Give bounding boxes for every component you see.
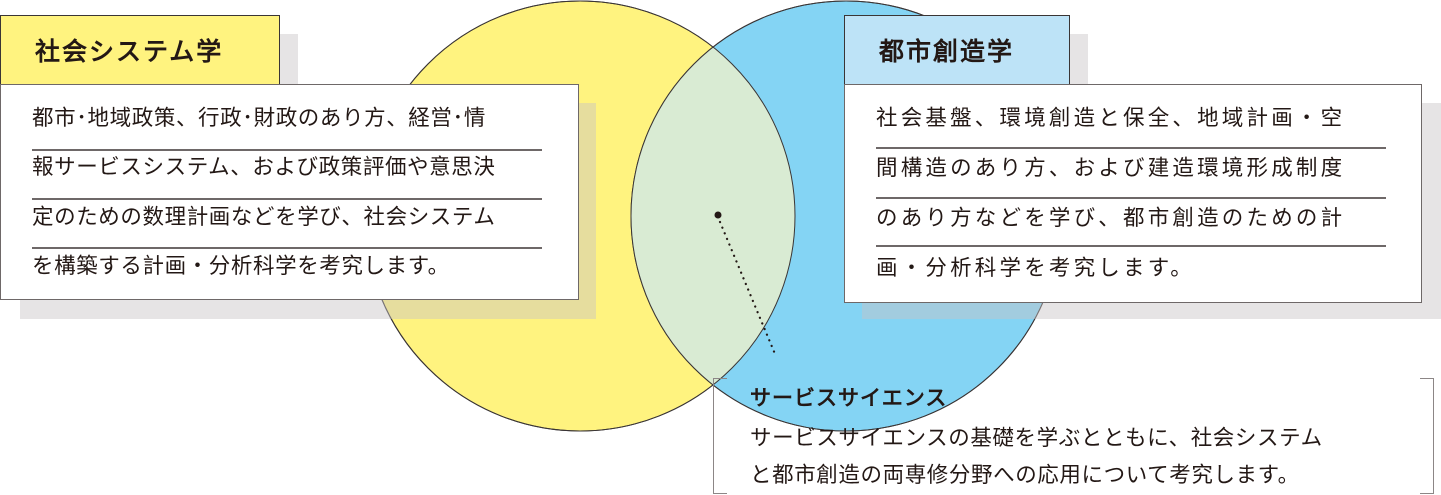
social-line-3: 定のための数理計画などを学び、社会システム <box>32 205 496 230</box>
urban-creation-description-box: 社会基盤、環境創造と保全、地域計画・空 間構造のあり方、および建造環境形成制度 … <box>844 84 1422 303</box>
leader-dot <box>714 211 722 219</box>
divider <box>32 198 542 200</box>
service-science-title: サービスサイエンス <box>750 386 948 410</box>
urban-line-4: 画・分析科学を考究します。 <box>876 256 1195 281</box>
urban-title-shadow <box>1068 34 1088 86</box>
service-line-2: と都市創造の両専修分野への応用について考究します。 <box>750 463 1300 488</box>
urban-creation-title: 都市創造学 <box>879 37 1015 66</box>
divider <box>876 147 1386 149</box>
urban-creation-title-tab: 都市創造学 <box>844 15 1070 85</box>
social-line-2: 報サービスシステム、および政策評価や意思決 <box>32 155 496 180</box>
leader-line <box>718 220 777 356</box>
social-systems-title-tab: 社会システム学 <box>0 15 280 85</box>
social-systems-description-box: 都市･地域政策、行政･財政のあり方、経営･情 報サービスシステム、および政策評価… <box>0 84 579 300</box>
social-line-1: 都市･地域政策、行政･財政のあり方、経営･情 <box>32 106 486 131</box>
service-bracket-right <box>1420 378 1434 494</box>
divider <box>876 197 1386 199</box>
social-systems-title: 社会システム学 <box>35 37 224 66</box>
urban-line-1: 社会基盤、環境創造と保全、地域計画・空 <box>876 106 1346 131</box>
service-bracket-left <box>713 378 727 494</box>
social-line-4: を構築する計画・分析科学を考究します。 <box>32 254 450 279</box>
divider <box>32 149 542 151</box>
divider <box>876 245 1386 247</box>
overlap-region <box>631 1 795 431</box>
urban-line-2: 間構造のあり方、および建造環境形成制度 <box>876 156 1346 181</box>
urban-line-3: のあり方などを学び、都市創造のための計 <box>876 206 1346 231</box>
divider <box>32 247 542 249</box>
service-line-1: サービスサイエンスの基礎を学ぶとともに、社会システム <box>750 426 1323 451</box>
social-title-shadow <box>278 34 298 86</box>
